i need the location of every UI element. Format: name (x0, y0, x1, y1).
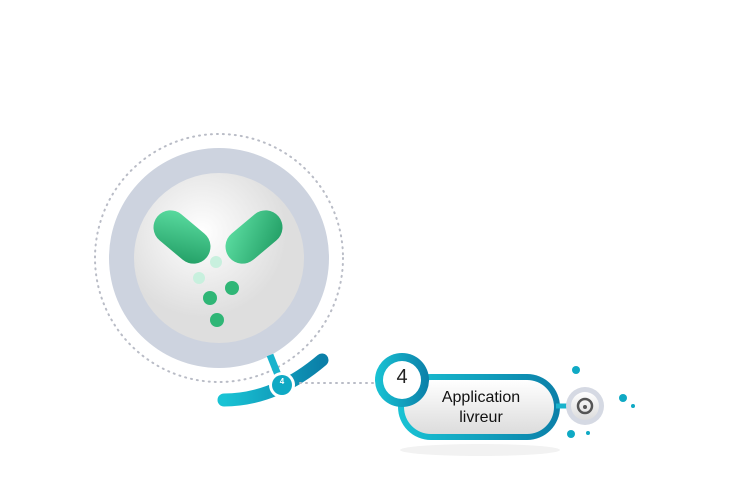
step-label-line2: livreur (459, 409, 503, 426)
step-number: 4 (396, 366, 408, 388)
step-badge-number: 4 (279, 377, 285, 386)
decorative-dots (567, 366, 635, 438)
steering-wheel-icon (576, 397, 594, 415)
capsule-logo-icon (153, 210, 283, 327)
step-label[interactable]: Application livreur (418, 388, 544, 428)
step-label-line1: Application (441, 389, 521, 406)
step-node[interactable] (404, 380, 554, 434)
dotted-ring (94, 133, 344, 383)
